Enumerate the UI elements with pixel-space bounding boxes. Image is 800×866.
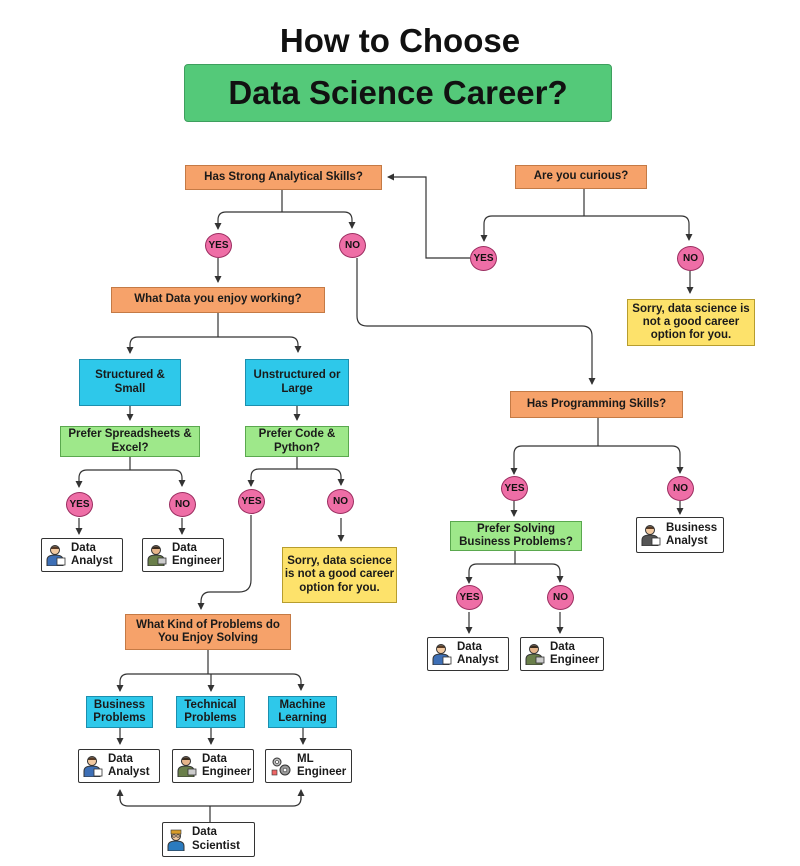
no-label: NO [175, 499, 190, 510]
problems-question-text: What Kind of Problems do You Enjoy Solvi… [136, 618, 280, 644]
data-analyst-label: Data Analyst [71, 541, 113, 567]
data-scientist-label: Data Scientist [192, 826, 240, 852]
scientist-person-icon [167, 829, 185, 851]
business-analyst-person-icon [641, 525, 661, 546]
unstructured-text: Unstructured or Large [253, 369, 341, 395]
yes-label: YES [208, 240, 229, 251]
data-analyst-label: Data Analyst [108, 752, 150, 778]
business-problems-preference-text: Prefer Solving Business Problems? [459, 522, 573, 548]
no-label: NO [333, 496, 348, 507]
technical-problems-text: Technical Problems [184, 698, 237, 724]
yes-label: YES [69, 499, 90, 510]
role-data-engineer-2: Data Engineer [520, 637, 604, 671]
title-banner-text: Data Science Career? [228, 74, 568, 111]
data-engineer-label: Data Engineer [202, 752, 252, 778]
gears-icon [271, 757, 291, 776]
machine-learning-text: Machine Learning [278, 698, 327, 724]
code-python-text: Prefer Code & Python? [258, 428, 336, 454]
page-title: How to Choose [279, 22, 521, 59]
problems-question: What Kind of Problems do You Enjoy Solvi… [125, 614, 291, 650]
role-data-analyst: Data Analyst [41, 538, 123, 572]
curious-yes: YES [470, 246, 497, 271]
engineer-person-icon [147, 545, 167, 566]
ml-engineer-label: ML Engineer [297, 752, 347, 778]
code-no: NO [327, 489, 354, 514]
data-enjoy-question: What Data you enjoy working? [111, 287, 325, 313]
spreadsheets-no: NO [169, 492, 196, 517]
structured-text: Structured & Small [95, 369, 165, 395]
title-banner: Data Science Career? [184, 64, 612, 122]
analyst-person-icon [46, 545, 66, 566]
unstructured-large-box: Unstructured or Large [245, 359, 349, 406]
no-label: NO [345, 240, 360, 251]
technical-problems-box: Technical Problems [176, 696, 245, 728]
yes-label: YES [459, 592, 480, 603]
no-label: NO [673, 483, 688, 494]
analytical-no: NO [339, 233, 366, 258]
yes-label: YES [473, 253, 494, 264]
programming-no: NO [667, 476, 694, 501]
curious-question: Are you curious? [515, 165, 647, 189]
business-problems-preference-box: Prefer Solving Business Problems? [450, 521, 582, 551]
analytical-yes: YES [205, 233, 232, 258]
sorry-top-text: Sorry, data science is not a good career… [632, 302, 750, 342]
engineer-person-icon [177, 756, 197, 777]
business-analyst-label: Business Analyst [666, 521, 718, 547]
code-python-preference-box: Prefer Code & Python? [245, 426, 349, 457]
yes-label: YES [504, 483, 525, 494]
sorry-message-mid: Sorry, data science is not a good career… [282, 547, 397, 603]
role-ml-engineer: ML Engineer [265, 749, 352, 783]
data-engineer-label: Data Engineer [172, 541, 222, 567]
code-yes: YES [238, 489, 265, 514]
curious-text: Are you curious? [533, 170, 629, 183]
data-engineer-label: Data Engineer [550, 640, 600, 666]
business-pref-no: NO [547, 585, 574, 610]
programming-yes: YES [501, 476, 528, 501]
engineer-person-icon [525, 644, 545, 665]
sorry-message-top: Sorry, data science is not a good career… [627, 299, 755, 346]
role-data-analyst-2: Data Analyst [427, 637, 509, 671]
analytical-skills-text: Has Strong Analytical Skills? [204, 170, 363, 183]
spreadsheets-text: Prefer Spreadsheets & Excel? [68, 428, 192, 454]
machine-learning-box: Machine Learning [268, 696, 337, 728]
structured-small-box: Structured & Small [79, 359, 181, 406]
role-business-analyst: Business Analyst [636, 517, 724, 553]
role-data-analyst-3: Data Analyst [78, 749, 160, 783]
business-pref-yes: YES [456, 585, 483, 610]
role-data-engineer: Data Engineer [142, 538, 224, 572]
role-data-engineer-3: Data Engineer [172, 749, 254, 783]
yes-label: YES [241, 496, 262, 507]
business-problems-text: Business Problems [93, 698, 146, 724]
analytical-skills-question: Has Strong Analytical Skills? [185, 165, 382, 190]
programming-skills-question: Has Programming Skills? [510, 391, 683, 418]
analyst-person-icon [432, 644, 452, 665]
spreadsheets-preference-box: Prefer Spreadsheets & Excel? [60, 426, 200, 457]
no-label: NO [683, 253, 698, 264]
programming-skills-text: Has Programming Skills? [526, 397, 667, 410]
curious-no: NO [677, 246, 704, 271]
data-enjoy-text: What Data you enjoy working? [134, 293, 302, 306]
no-label: NO [553, 592, 568, 603]
business-problems-box: Business Problems [86, 696, 153, 728]
analyst-person-icon [83, 756, 103, 777]
spreadsheets-yes: YES [66, 492, 93, 517]
sorry-mid-text: Sorry, data science is not a good career… [284, 555, 395, 594]
data-analyst-label: Data Analyst [457, 640, 499, 666]
role-data-scientist: Data Scientist [162, 822, 255, 857]
